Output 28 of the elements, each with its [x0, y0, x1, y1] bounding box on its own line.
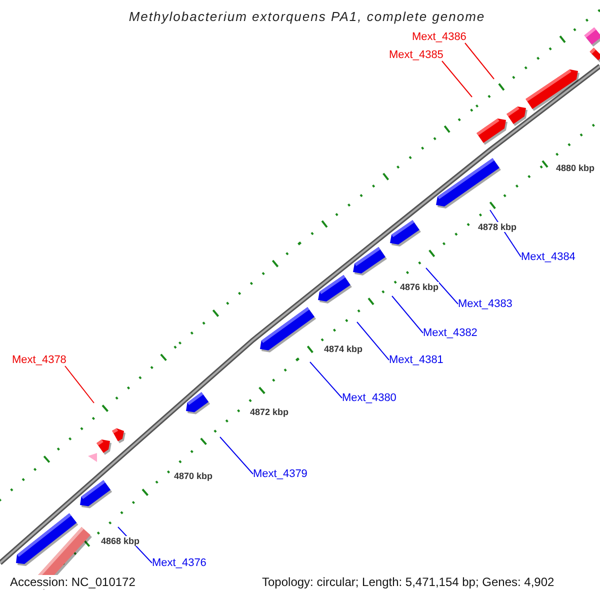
chart-title: Methylobacterium extorquens PA1, complete genome [128, 9, 486, 24]
leader-line [356, 322, 390, 360]
tick-label: 4870 kbp [174, 471, 213, 481]
gene-label: Mext_4383 [458, 298, 512, 310]
tick-label: 4878 kbp [478, 222, 517, 232]
gene-label: Mext_4385 [389, 49, 444, 61]
gene-label: Mext_4381 [389, 354, 444, 366]
leader-line [464, 42, 494, 80]
tick-label: 4874 kbp [324, 344, 363, 354]
gene-label: Mext_4379 [253, 468, 308, 480]
footer-text: Topology: circular; Length: 5,471,154 bp; Genes: 4,902 [262, 575, 554, 589]
gene-label: Mext_4378 [12, 354, 66, 366]
tick-label: 4872 kbp [250, 407, 289, 417]
tick-label: 4876 kbp [400, 282, 439, 292]
leader-line [310, 362, 342, 398]
leader-line [64, 366, 94, 404]
gene-label: Mext_4376 [152, 557, 206, 569]
gene-label: Mext_4382 [423, 327, 478, 339]
footer-text: Accession: NC_010172 [10, 575, 136, 589]
tick-label: 4868 kbp [101, 536, 140, 546]
gene-label: Mext_4386 [412, 31, 466, 43]
leader-line [426, 268, 458, 304]
leader-line [392, 296, 424, 334]
leader-line [220, 436, 254, 474]
gene-label: Mext_4384 [521, 251, 576, 263]
tick-label: 4880 kbp [556, 163, 595, 173]
leader-line [442, 60, 472, 98]
gene-label: Mext_4380 [342, 392, 396, 404]
